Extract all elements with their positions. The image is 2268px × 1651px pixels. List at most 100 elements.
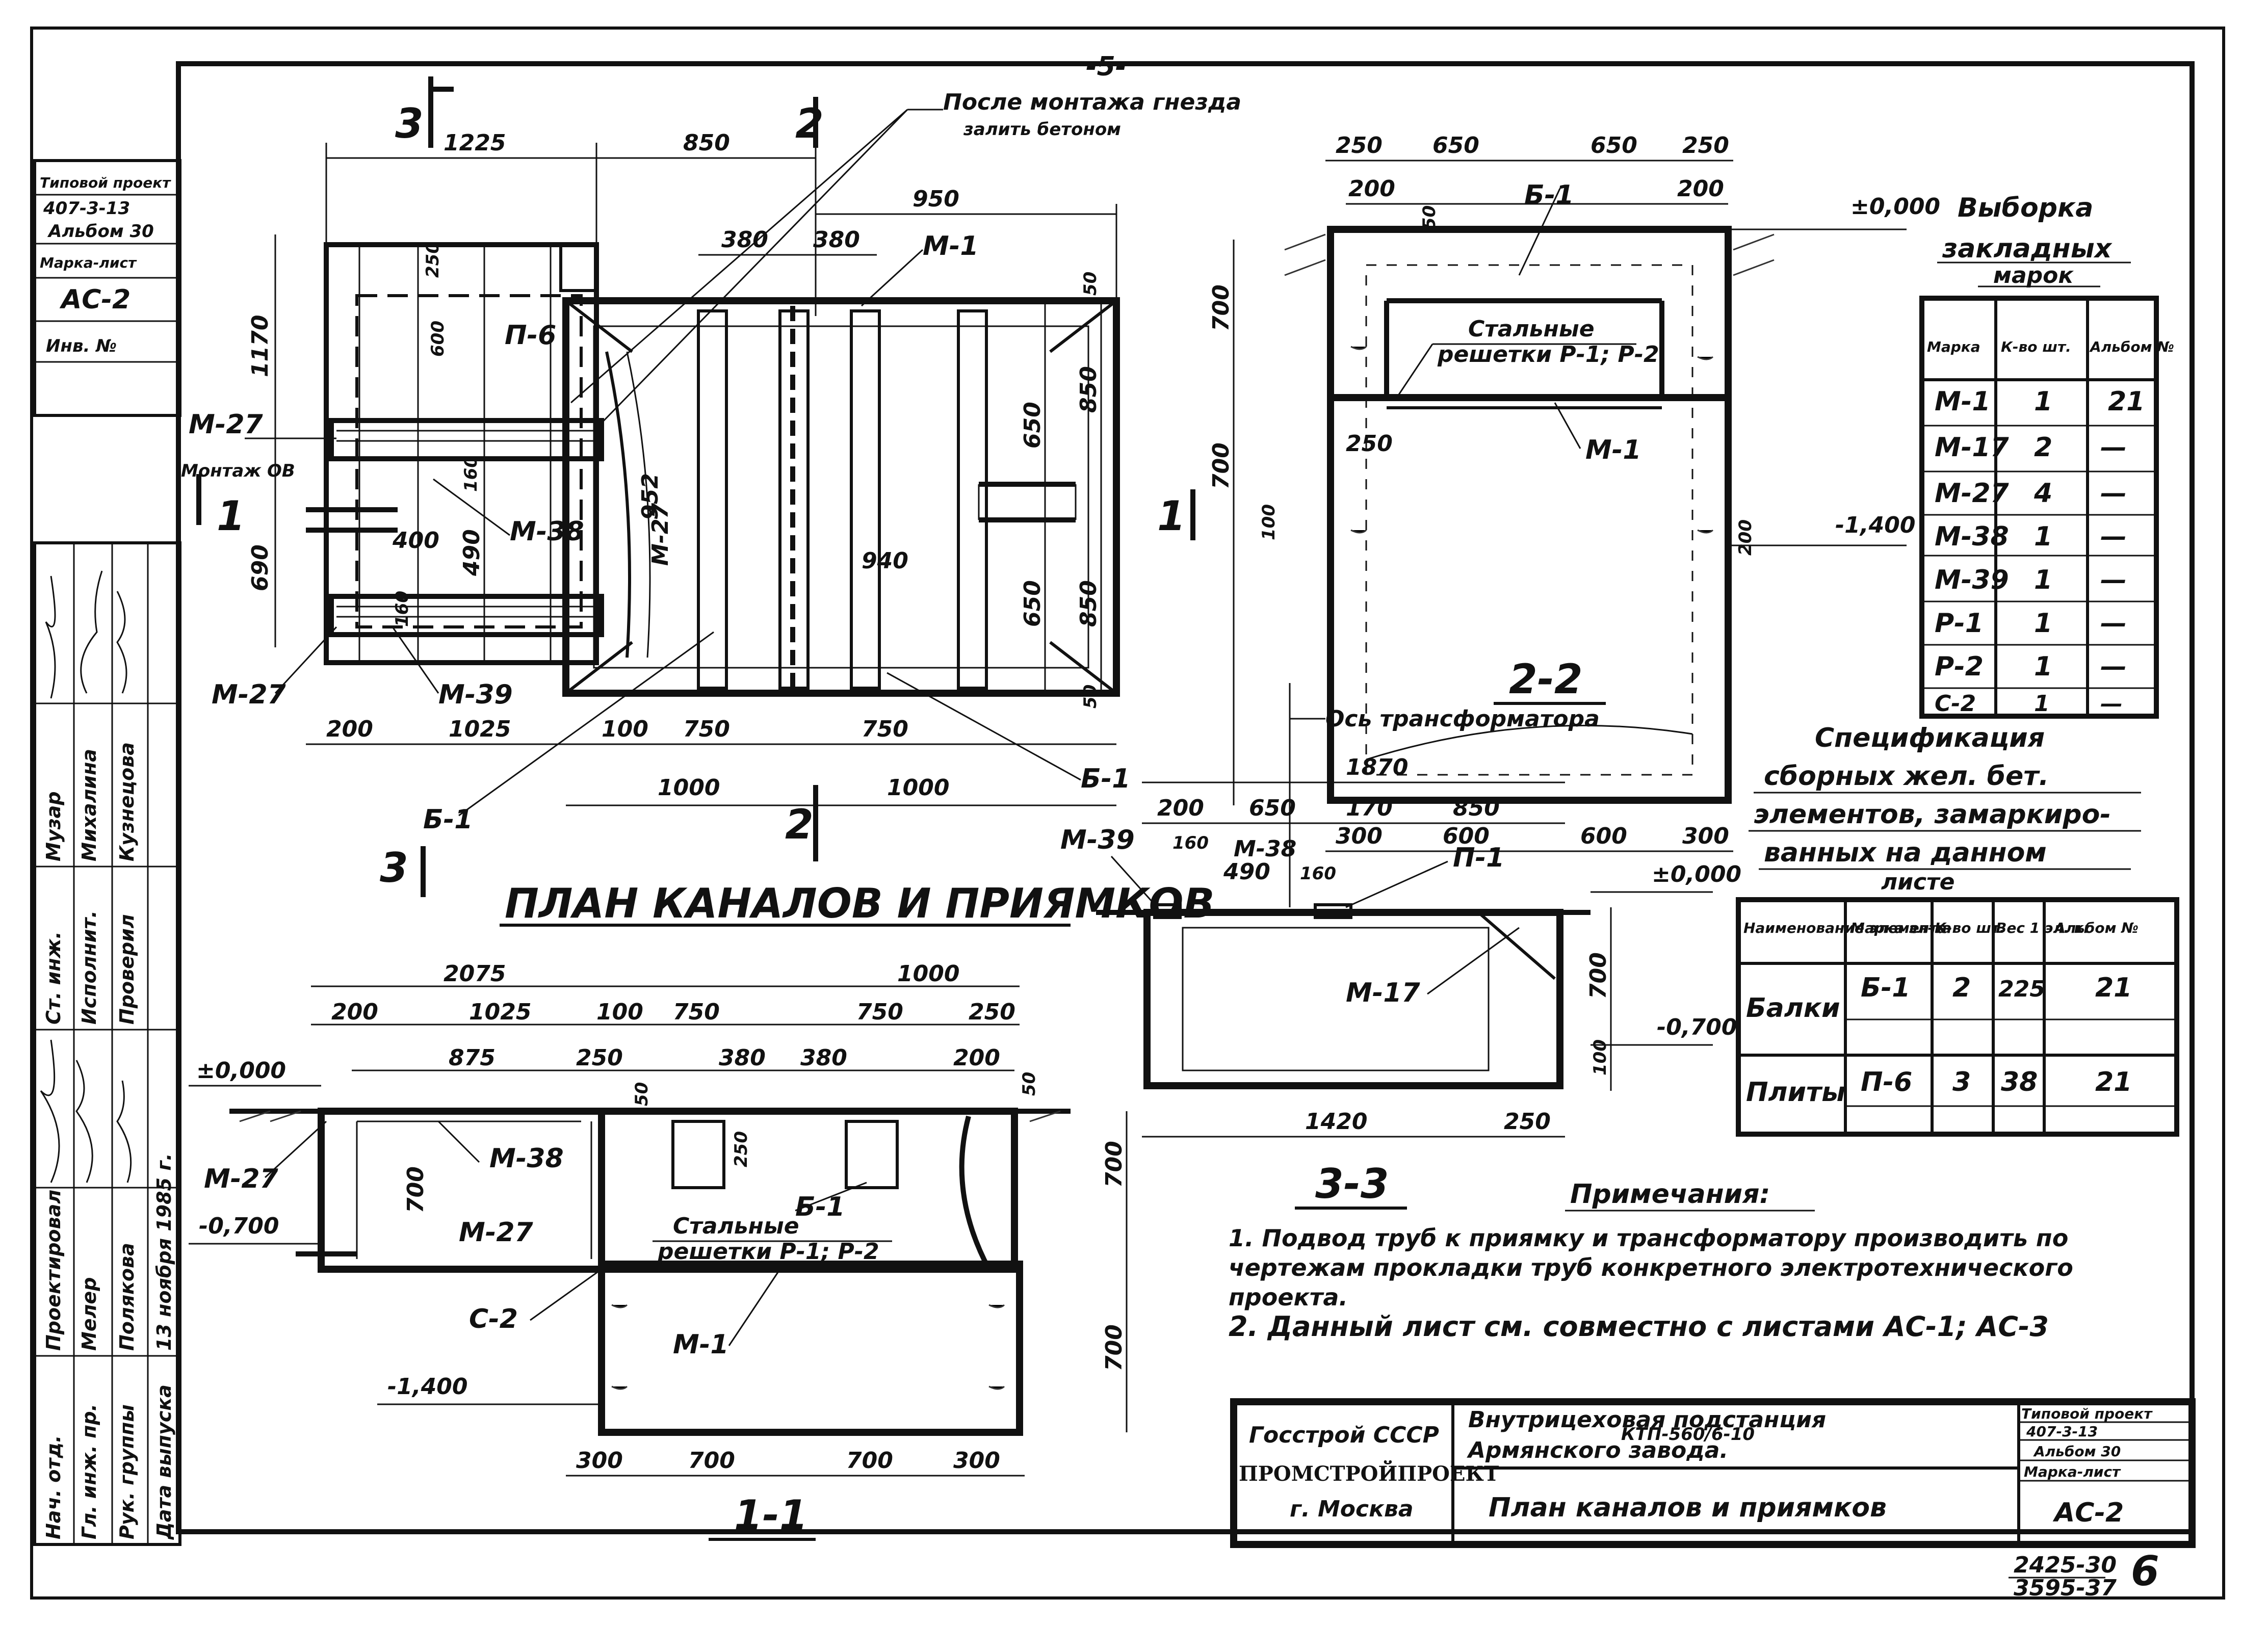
emb-r4-mark: М-38: [1935, 521, 2009, 552]
plan-view: 1225 850 950 380 380 1170 690 650 650 85…: [181, 76, 1241, 897]
tb-right-4: Марка-лист: [2024, 1463, 2121, 1480]
sec22-inner-200: 200: [1735, 519, 1756, 556]
sec33-dim-170: 170: [1346, 795, 1393, 821]
emb-r8-qty: 1: [2034, 691, 2050, 717]
sec11-dim-2075: 2075: [444, 961, 506, 987]
sec11-level-bottom: -1,400: [387, 1374, 467, 1400]
note-1: 1. Подвод труб к приямку и трансформатор…: [1229, 1224, 2073, 1311]
sec11-mark-m1: М-1: [673, 1329, 729, 1360]
emb-r8-album: —: [2100, 691, 2123, 717]
stamp-project-number: 407-3-13: [43, 198, 130, 219]
plan-dim-1170: 1170: [247, 315, 273, 377]
sec11-dim-380b: 380: [800, 1045, 847, 1071]
embedded-parts-table: Выборка закладных марок Марка К-во шт. А…: [1919, 193, 2174, 719]
plan-mark-m27-curve: М-27: [647, 503, 673, 566]
spec-r2-album: 21: [2095, 1067, 2132, 1097]
sec33-dim-490: 490: [1223, 859, 1270, 885]
spec-head-mark: Марка эл-та: [1850, 920, 1951, 936]
spec-head-name: Наименование элемента: [1743, 920, 1947, 936]
plan-note-concrete: залить бетоном: [963, 119, 1121, 140]
stamp-role-executor: Исполнит.: [78, 910, 100, 1025]
page-number: -5-: [1086, 51, 1126, 82]
sec22-mark-m1: М-1: [1585, 435, 1641, 465]
emb-r8-mark: С-2: [1935, 691, 1976, 717]
tb-right-1: Типовой проект: [2021, 1405, 2153, 1422]
sec22-dim-b300a: 300: [1336, 823, 1383, 849]
spec-r2-name: Плиты: [1746, 1077, 1845, 1108]
plan-dim-380a: 380: [721, 227, 768, 253]
sec11-dim-r700a: 700: [1101, 1141, 1127, 1188]
plan-dim-b1000b: 1000: [887, 775, 949, 801]
tb-right-3: Альбом 30: [2033, 1443, 2121, 1460]
note-2: 2. Данный лист см. совместно с листами А…: [1229, 1311, 2049, 1343]
plan-dim-b1000a: 1000: [658, 775, 720, 801]
sec11-mark-m27-left: М-27: [204, 1164, 279, 1194]
sec22-dim-650a: 650: [1432, 133, 1479, 159]
plan-cut-3-bottom: 3: [380, 844, 408, 892]
sec33-dim-1420: 1420: [1305, 1109, 1367, 1135]
sec11-grates-1: Стальные: [673, 1213, 799, 1239]
sec11-dim-750a: 750: [673, 999, 720, 1025]
sec22-dim-100: 100: [1259, 504, 1279, 540]
tb-org-3: г. Москва: [1290, 1496, 1414, 1522]
stamp-role-checker: Проверил: [116, 914, 138, 1025]
sec11-title: 1-1: [734, 1491, 808, 1539]
stamp-date-label: Дата выпуска: [153, 1384, 175, 1540]
stamp-name-3: Музар: [42, 791, 65, 861]
plan-mark-b1-right: Б-1: [1081, 764, 1130, 794]
spec-title-4: ванных на данном: [1764, 837, 2047, 868]
sec22-dim-b600b: 600: [1580, 823, 1627, 849]
sec11-grates-2: решетки Р-1; Р-2: [657, 1239, 879, 1265]
stamp-role-designer: Проектировал: [42, 1190, 65, 1351]
emb-r1-mark: М-1: [1935, 386, 1991, 417]
stamp-sheet-code: АС-2: [59, 284, 131, 315]
emb-r6-mark: Р-1: [1935, 608, 1984, 639]
emb-r5-qty: 1: [2034, 565, 2052, 595]
spec-title-2: сборных жел. бет.: [1764, 761, 2049, 792]
spec-r2-weight: 38: [2001, 1067, 2038, 1097]
spec-title-1: Спецификация: [1815, 723, 2045, 753]
sec11-inner-250: 250: [731, 1131, 751, 1167]
notes: Примечания: 1. Подвод труб к приямку и т…: [1229, 1179, 2073, 1343]
plan-dim-690: 690: [247, 544, 273, 591]
sec33-dim-650: 650: [1249, 795, 1296, 821]
tb-project-1: Внутрицеховая подстанция: [1468, 1407, 1826, 1433]
sec33-level-bottom: -0,700: [1657, 1014, 1737, 1040]
tb-org-2: ПРОМСТРОЙПРОЕКТ: [1239, 1460, 1499, 1486]
stamp-inv-number: Инв. №: [46, 336, 117, 356]
stamp-role-senior: Ст. инж.: [42, 931, 65, 1025]
sec22-inner-50: 50: [1419, 205, 1440, 229]
sec33-level-top: ±0,000: [1652, 861, 1741, 887]
sec33-dim-200: 200: [1157, 795, 1204, 821]
sec11-mark-c2: С-2: [469, 1304, 518, 1334]
plan-dim-b1025: 1025: [449, 716, 511, 742]
sec11-dim-875: 875: [449, 1045, 496, 1071]
spec-r2-qty: 3: [1952, 1067, 1971, 1097]
spec-head-qty: К-во шт.: [1935, 920, 2005, 936]
sec33-mark-m38: М-38: [1234, 836, 1296, 862]
emb-head-mark: Марка: [1927, 338, 1980, 355]
sec11-dim-380a: 380: [719, 1045, 766, 1071]
emb-r2-album: —: [2100, 432, 2127, 463]
plan-inner-940: 940: [862, 548, 908, 574]
stamp-mark-sheet: Марка-лист: [40, 254, 137, 271]
sec22-dim-650b: 650: [1591, 133, 1637, 159]
sec22-dim-200a: 200: [1348, 176, 1395, 202]
plan-dim-r850a: 850: [1076, 366, 1102, 413]
sec11-dim-200: 200: [331, 999, 378, 1025]
sec33-mark-m39: М-39: [1060, 825, 1135, 855]
plan-dim-950: 950: [913, 186, 959, 212]
emb-r3-qty: 4: [2034, 478, 2052, 509]
sec22-dim-700b: 700: [1208, 442, 1234, 489]
sec22-inner-250: 250: [1346, 431, 1393, 457]
plan-inner-250: 250: [423, 242, 443, 278]
sec11-dim-b300a: 300: [576, 1448, 623, 1474]
sec11-dim-750b: 750: [856, 999, 903, 1025]
spec-r1-weight: 225: [1998, 976, 2045, 1002]
plan-mark-m1: М-1: [923, 231, 979, 261]
stamp-name-4: Михалина: [78, 749, 100, 861]
section-2-2: 250 650 650 250 200 200 700 700 100 300 …: [1208, 133, 1940, 852]
emb-title-1: Выборка: [1958, 193, 2093, 223]
plan-inner-400: 400: [392, 528, 439, 554]
plan-cut-2-top: 2: [795, 100, 824, 147]
